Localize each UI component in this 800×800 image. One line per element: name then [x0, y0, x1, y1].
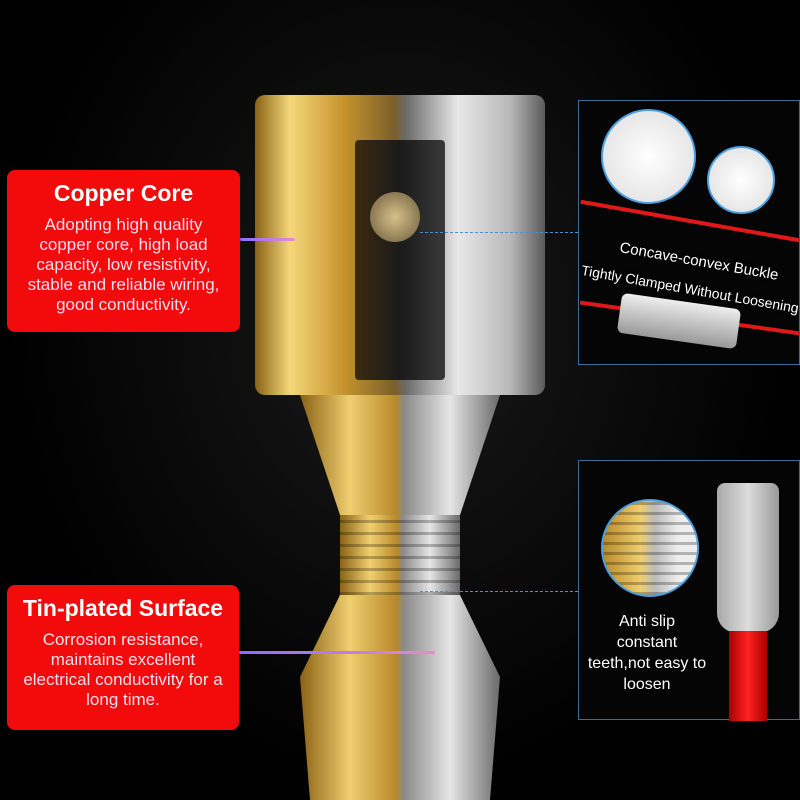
teeth-zoom-circle [601, 499, 699, 597]
copper-core-pointer [240, 238, 295, 241]
red-wire [729, 631, 767, 721]
insulated-terminal [717, 483, 779, 633]
copper-core-description: Adopting high quality copper core, high … [27, 215, 220, 314]
buckle-pointer-line [420, 232, 578, 233]
connector-barrel [300, 595, 500, 800]
buckle-detail-panel: Concave-convex Buckle Tightly Clamped Wi… [578, 100, 800, 365]
teeth-caption: Anti slip constant teeth,not easy to loo… [587, 613, 707, 693]
teeth-pointer-line [420, 591, 578, 592]
copper-core-title: Copper Core [53, 180, 194, 206]
tin-plated-description: Corrosion resistance, maintains excellen… [23, 630, 223, 709]
copper-core-callout: Copper Core Adopting high quality copper… [7, 170, 240, 332]
teeth-detail-panel: Anti slip constant teeth,not easy to loo… [578, 460, 800, 721]
female-terminal-zoom-circle [601, 109, 696, 204]
tin-plated-title: Tin-plated Surface [22, 595, 224, 621]
male-terminal-zoom-circle [707, 146, 775, 214]
connector-dimple [370, 192, 420, 242]
connector-slot [355, 140, 445, 380]
tin-plated-pointer [239, 651, 435, 654]
tin-plated-callout: Tin-plated Surface Corrosion resistance,… [7, 585, 239, 730]
connector-barrel-teeth [340, 515, 460, 595]
connector-neck [300, 395, 500, 515]
